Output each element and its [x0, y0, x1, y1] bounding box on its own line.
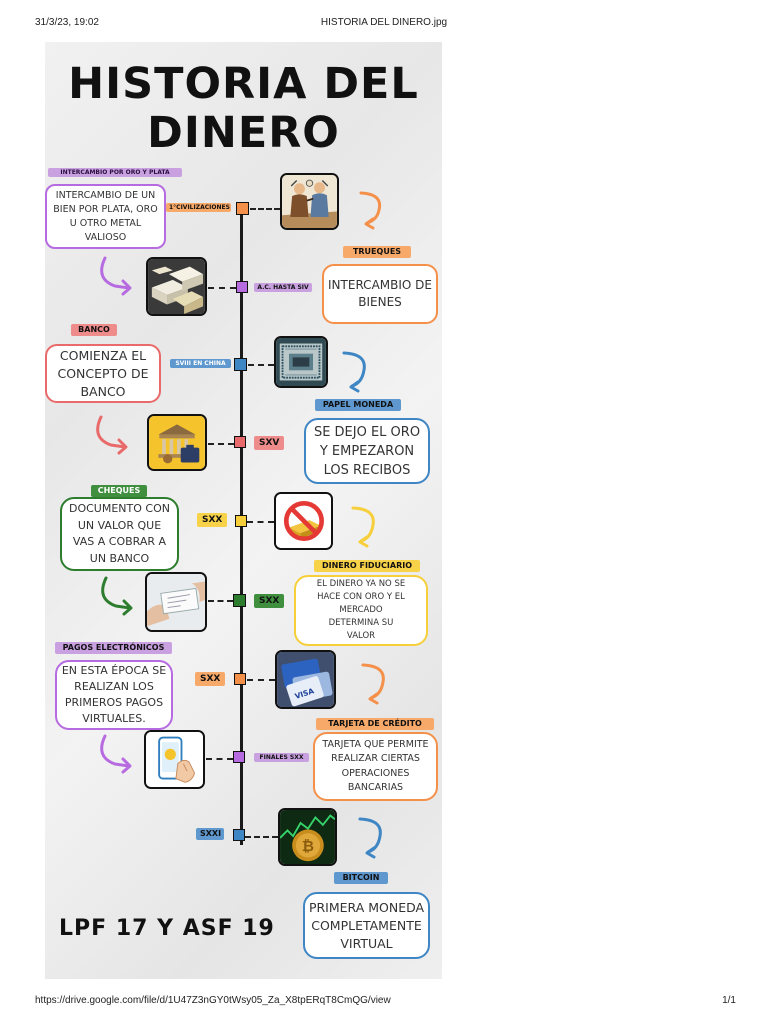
phone-payment-image: [144, 730, 205, 789]
description-box: INTERCAMBIO DE BIENES: [322, 264, 438, 324]
print-datetime: 31/3/23, 19:02: [35, 17, 99, 28]
category-label: BANCO: [71, 324, 117, 336]
chinese-banknote-image: [274, 336, 328, 388]
timeline-node: [234, 673, 246, 685]
connector: [248, 364, 274, 366]
timeline-node: [236, 202, 249, 215]
date-label: SXX: [195, 672, 225, 686]
arrow-icon: [97, 255, 135, 299]
arrow-icon: [357, 190, 385, 230]
description-box: TARJETA QUE PERMITE REALIZAR CIERTAS OPE…: [313, 732, 438, 801]
timeline-node: [235, 515, 247, 527]
arrow-icon: [97, 733, 135, 777]
date-label: FINALES SXX: [254, 753, 309, 762]
connector: [245, 836, 278, 838]
print-page-number: 1/1: [722, 995, 736, 1006]
connector: [247, 521, 274, 523]
connector: [208, 287, 236, 289]
date-label: 1°CIVILIZACIONES: [166, 203, 231, 212]
date-label: SXX: [254, 594, 284, 608]
poster-title: HISTORIA DEL DINERO: [45, 60, 442, 158]
side-description-box: INTERCAMBIO DE UN BIEN POR PLATA, ORO U …: [45, 184, 166, 249]
timeline-node: [233, 829, 245, 841]
connector: [208, 600, 233, 602]
date-label: SXX: [197, 513, 227, 527]
description-box: EL DINERO YA NO SE HACE CON ORO Y EL MER…: [294, 575, 428, 646]
barter-people-image: [280, 173, 339, 230]
connector: [208, 443, 234, 445]
svg-text:₿: ₿: [302, 837, 314, 855]
bank-building-image: [147, 414, 207, 471]
description-box: EN ESTA ÉPOCA SE REALIZAN LOS PRIMEROS P…: [55, 660, 173, 730]
category-label: TARJETA DE CRÉDITO: [316, 718, 434, 730]
category-label: BITCOIN: [334, 872, 388, 884]
print-filename: HISTORIA DEL DINERO.jpg: [320, 17, 448, 28]
description-box: SE DEJO EL ORO Y EMPEZARON LOS RECIBOS: [304, 418, 430, 484]
date-label: A.C. HASTA SIV: [254, 283, 312, 292]
arrow-icon: [356, 816, 386, 859]
poster-title-line2: DINERO: [147, 108, 340, 158]
arrow-icon: [93, 414, 131, 458]
connector: [247, 679, 275, 681]
date-label: SVIII EN CHINA: [170, 359, 231, 368]
infographic-poster: HISTORIA DEL DINERO INTERCAMBIO POR ORO …: [45, 42, 442, 979]
bitcoin-coin-image: ₿: [278, 808, 337, 866]
description-box: PRIMERA MONEDA COMPLETAMENTE VIRTUAL: [303, 892, 430, 959]
category-label: TRUEQUES: [343, 246, 411, 258]
arrow-icon: [359, 662, 389, 705]
connector: [250, 208, 280, 210]
arrow-icon: [349, 505, 379, 548]
category-label: PAGOS ELECTRÓNICOS: [55, 642, 172, 654]
category-label: PAPEL MONEDA: [315, 399, 401, 411]
arrow-icon: [340, 350, 370, 393]
timeline-node: [234, 358, 247, 371]
category-label: CHEQUES: [91, 485, 147, 497]
description-box: COMIENZA EL CONCEPTO DE BANCO: [45, 344, 161, 403]
poster-title-line1: HISTORIA DEL: [68, 59, 419, 109]
cheque-image: [145, 572, 207, 632]
date-label: SXV: [254, 436, 284, 450]
timeline-node: [233, 594, 246, 607]
gold-bars-image: [146, 257, 207, 316]
no-gold-sign-image: [274, 492, 333, 550]
timeline-node: [233, 751, 245, 763]
poster-credit: LPF 17 Y ASF 19: [59, 916, 275, 941]
category-label: DINERO FIDUCIARIO: [314, 560, 420, 572]
print-url: https://drive.google.com/file/d/1U47Z3nG…: [35, 995, 391, 1006]
credit-cards-image: VISA: [275, 650, 336, 709]
date-label: SXXI: [196, 828, 224, 840]
connector: [206, 758, 233, 760]
side-category-label: INTERCAMBIO POR ORO Y PLATA: [48, 168, 182, 177]
description-box: DOCUMENTO CON UN VALOR QUE VAS A COBRAR …: [60, 497, 179, 571]
timeline-node: [234, 436, 246, 448]
timeline-node: [236, 281, 248, 293]
arrow-icon: [98, 575, 136, 619]
